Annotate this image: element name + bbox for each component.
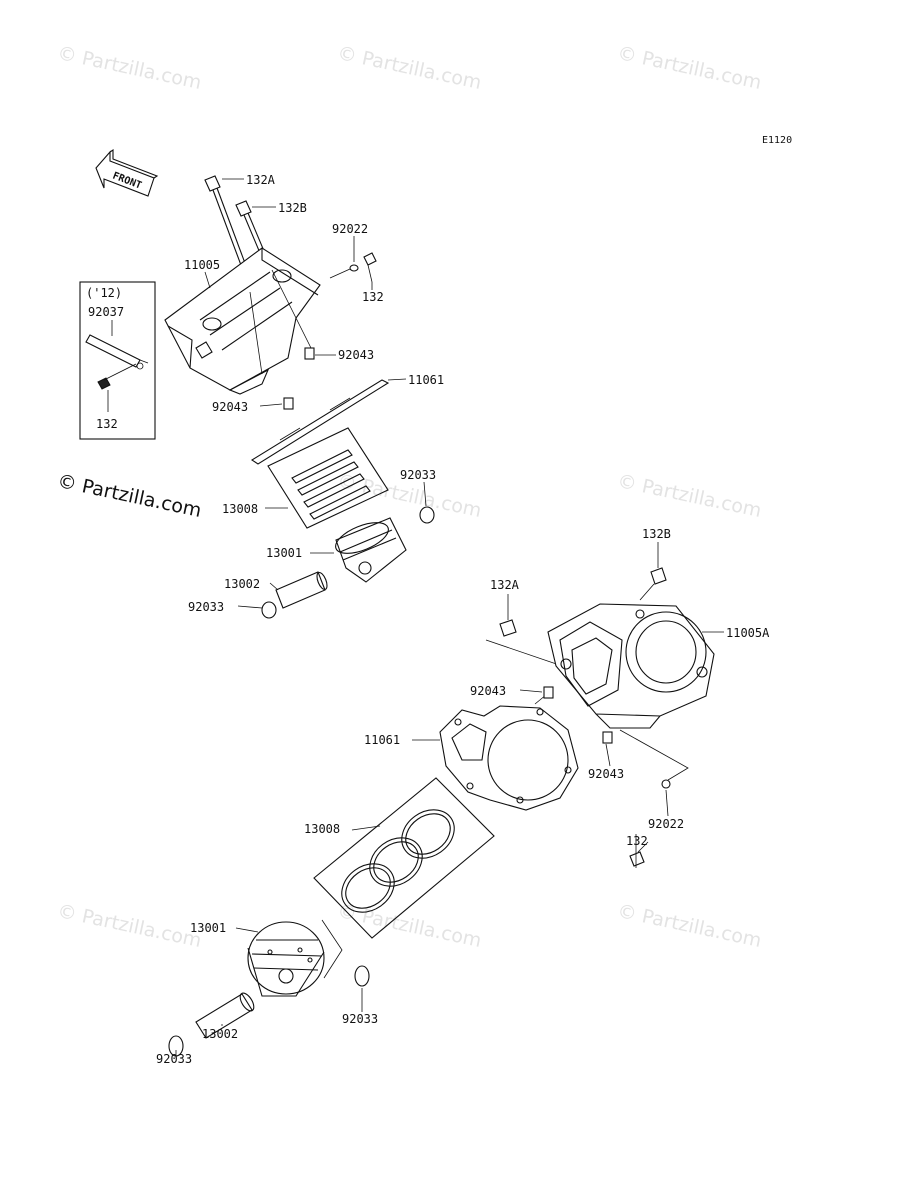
piston-13001-drawing bbox=[335, 517, 407, 583]
label-inset-132: 132 bbox=[96, 417, 118, 431]
diagram-code: E1120 bbox=[762, 135, 793, 146]
label-13001: 13001 bbox=[190, 921, 227, 935]
piston-13001-drawing bbox=[247, 921, 325, 997]
piston-ring-icon bbox=[341, 809, 455, 913]
circlip-92033-icon bbox=[354, 965, 370, 987]
label-11061: 11061 bbox=[364, 733, 401, 747]
label-132: 132 bbox=[626, 834, 648, 848]
label-92033: 92033 bbox=[188, 600, 225, 614]
dowel-92043-icon bbox=[283, 397, 294, 410]
label-11005a: 11005A bbox=[726, 626, 770, 640]
front-arrow-icon: FRONT bbox=[95, 148, 159, 197]
circlip-92033-icon bbox=[419, 506, 435, 524]
bolt-132-icon bbox=[629, 841, 649, 867]
inset-box bbox=[79, 281, 156, 440]
label-92043: 92043 bbox=[470, 684, 507, 698]
washer-92022-icon bbox=[349, 264, 359, 272]
washer-92022-icon bbox=[661, 779, 671, 789]
piston-ring-icon bbox=[291, 449, 371, 520]
bolt-132a-icon bbox=[499, 594, 517, 637]
label-13008: 13008 bbox=[222, 502, 259, 516]
label-13001: 13001 bbox=[266, 546, 303, 560]
label-13002: 13002 bbox=[202, 1027, 239, 1041]
label-92043: 92043 bbox=[588, 767, 625, 781]
label-132b: 132B bbox=[278, 201, 307, 215]
label-92043: 92043 bbox=[212, 400, 249, 414]
label-92033: 92033 bbox=[342, 1012, 379, 1026]
label-132: 132 bbox=[362, 290, 384, 304]
cylinder-11005-drawing bbox=[164, 247, 321, 395]
label-13008: 13008 bbox=[304, 822, 341, 836]
label-92022: 92022 bbox=[332, 222, 369, 236]
label-132b: 132B bbox=[642, 527, 671, 541]
cylinder-11005a-drawing bbox=[547, 603, 715, 729]
dowel-92043-icon bbox=[304, 347, 315, 360]
label-11005: 11005 bbox=[184, 258, 221, 272]
label-inset-note: ('12) bbox=[86, 286, 123, 300]
label-92043: 92043 bbox=[338, 348, 375, 362]
piston-pin-13002-icon bbox=[275, 571, 326, 609]
gasket-11061-drawing bbox=[250, 379, 390, 465]
gasket-11061-drawing bbox=[439, 705, 579, 811]
ring-set-13008-box bbox=[267, 427, 389, 529]
label-13002: 13002 bbox=[224, 577, 261, 591]
dowel-92043-icon bbox=[543, 686, 554, 699]
piston-pin-13002-icon bbox=[195, 993, 253, 1039]
ring-set-13008-box bbox=[313, 777, 495, 939]
inset-plate bbox=[85, 334, 149, 370]
label-92037: 92037 bbox=[88, 305, 125, 319]
label-11061: 11061 bbox=[408, 373, 445, 387]
label-92022: 92022 bbox=[648, 817, 685, 831]
bolt-132b-icon bbox=[639, 542, 667, 601]
label-92033: 92033 bbox=[400, 468, 437, 482]
label-132a: 132A bbox=[490, 578, 519, 592]
dowel-92043-icon bbox=[602, 731, 613, 744]
label-132a: 132A bbox=[246, 173, 275, 187]
label-92033: 92033 bbox=[156, 1052, 193, 1066]
inset-bolt-icon bbox=[97, 363, 137, 390]
circlip-92033-icon bbox=[261, 601, 277, 619]
bolt-132-icon bbox=[363, 252, 377, 283]
